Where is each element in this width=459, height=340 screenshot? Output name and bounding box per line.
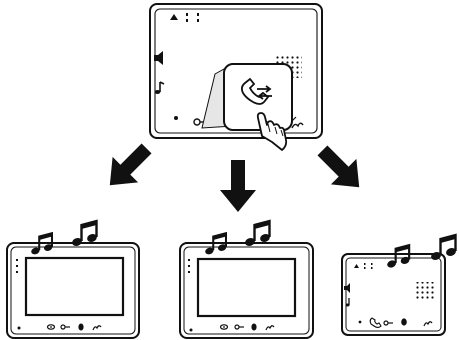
- control-icons: [358, 317, 433, 329]
- arrow-down-right: [309, 137, 372, 200]
- control-icons: [219, 323, 275, 331]
- top-device: [149, 3, 323, 151]
- dot-icon: [189, 328, 193, 332]
- dot-icon: [174, 116, 178, 120]
- result-monitor-left: [6, 219, 140, 339]
- intercom-transfer-icon: [240, 77, 272, 105]
- arrow-down: [220, 160, 256, 212]
- screen: [196, 257, 297, 318]
- top-indicators: [170, 13, 199, 22]
- arrow-down-left: [97, 135, 160, 198]
- result-device-right: [341, 233, 459, 336]
- speaker-icon: [344, 283, 350, 293]
- dot-icon: [17, 326, 21, 330]
- result-monitor-middle: [179, 219, 314, 339]
- top-indicators: [354, 263, 373, 269]
- status-leds: [16, 259, 18, 273]
- music-note-icon: [154, 81, 165, 94]
- top-device-inner-frame: [154, 8, 318, 134]
- screen: [24, 256, 125, 317]
- speaker-grille: [414, 282, 434, 300]
- hand-pointer-icon: [256, 112, 288, 151]
- status-leds: [188, 259, 190, 273]
- control-icons: [46, 323, 102, 331]
- speaker-icon: [154, 51, 163, 65]
